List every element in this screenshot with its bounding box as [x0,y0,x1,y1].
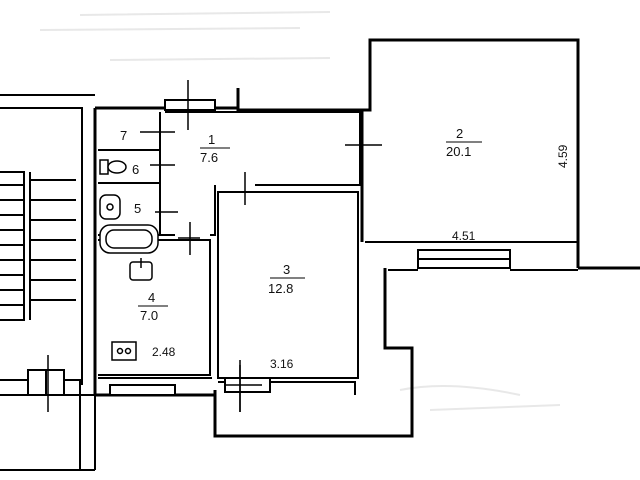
room-6-number: 6 [132,162,139,177]
room-4-area: 7.0 [140,308,158,323]
bathtub-icon [99,224,159,254]
room-4-number: 4 [148,290,155,305]
room-7-number: 7 [120,128,127,143]
room4-width-dimension: 2.48 [152,345,176,359]
room3-width-dimension: 3.16 [270,357,294,371]
room-3-area: 12.8 [268,281,293,296]
room-3-number: 3 [283,262,290,277]
room2-width-dimension: 4.51 [452,229,476,243]
room-2-area: 20.1 [446,144,471,159]
toilet-icon [99,159,127,175]
room2-height-dimension: 4.59 [556,144,570,168]
room-5-number: 5 [134,201,141,216]
room-2-number: 2 [456,126,463,141]
kitchen-sink-icon [129,258,153,281]
stove-icon [111,341,137,361]
outer-walls [93,38,640,438]
door-marks [47,80,382,412]
dimension-labels: 4.59 4.51 3.16 2.48 [152,144,570,371]
room-1-number: 1 [208,132,215,147]
stairwell [0,94,96,471]
sink-icon [99,194,121,220]
room-labels: 7 6 5 1 7.6 2 20.1 3 12.8 4 7.0 [120,126,482,323]
room-1-area: 7.6 [200,150,218,165]
